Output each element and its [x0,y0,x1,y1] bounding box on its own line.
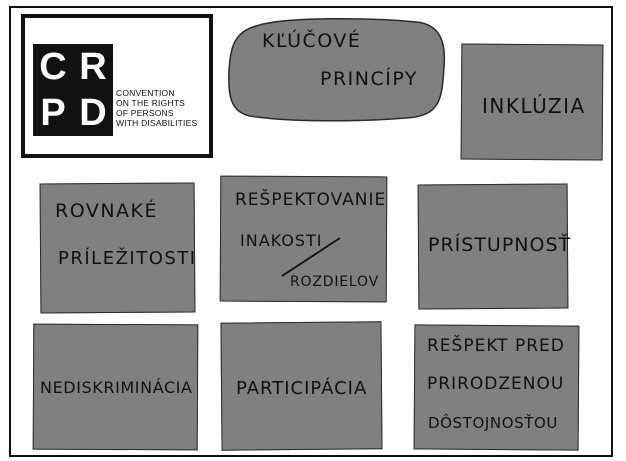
logo-letter-c: C [33,44,73,90]
card-pristupnost-label: PRÍSTUPNOSŤ [428,234,572,256]
logo-letter-r: R [73,44,113,90]
card-respekt-line-1: REŠPEKT PRED [427,336,565,356]
card-inkluzia-label: INKLÚZIA [482,94,586,118]
crpd-monogram: C R P D [33,44,113,136]
card-nediskriminacia-label: NEDISKRIMINÁCIA [40,378,193,397]
title-line-2: PRINCÍPY [320,68,418,90]
logo-caption-line: WITH DISABILITIES [116,118,198,128]
logo-letter-p: P [33,90,73,136]
card-rovnake-line-2: PRÍLEŽITOSTI [58,248,197,269]
card-respekt-line-3: DÔSTOJNOSŤOU [428,414,558,432]
title-blob [228,17,446,122]
card-rovnake-line-1: ROVNAKÉ [55,200,158,222]
logo-caption-line: ON THE RIGHTS [116,98,186,108]
card-respektovanie-line-2: INAKOSTI [240,231,323,250]
card-respekt-line-2: PRIRODZENOU [427,374,565,394]
card-respektovanie-line-1: REŠPEKTOVANIE [235,190,387,210]
slash-divider [281,237,341,277]
logo-caption-line: CONVENTION [116,88,175,98]
title-line-1: KĽÚČOVÉ [262,30,362,52]
logo-letter-d: D [73,90,113,136]
crpd-logo: C R P D CONVENTION ON THE RIGHTS OF PERS… [21,14,213,158]
card-participacia-label: PARTICIPÁCIA [236,378,368,399]
card-respektovanie-line-3: ROZDIELOV [290,274,379,290]
logo-caption-line: OF PERSONS [116,108,174,118]
logo-caption: CONVENTION ON THE RIGHTS OF PERSONS WITH… [116,88,197,128]
